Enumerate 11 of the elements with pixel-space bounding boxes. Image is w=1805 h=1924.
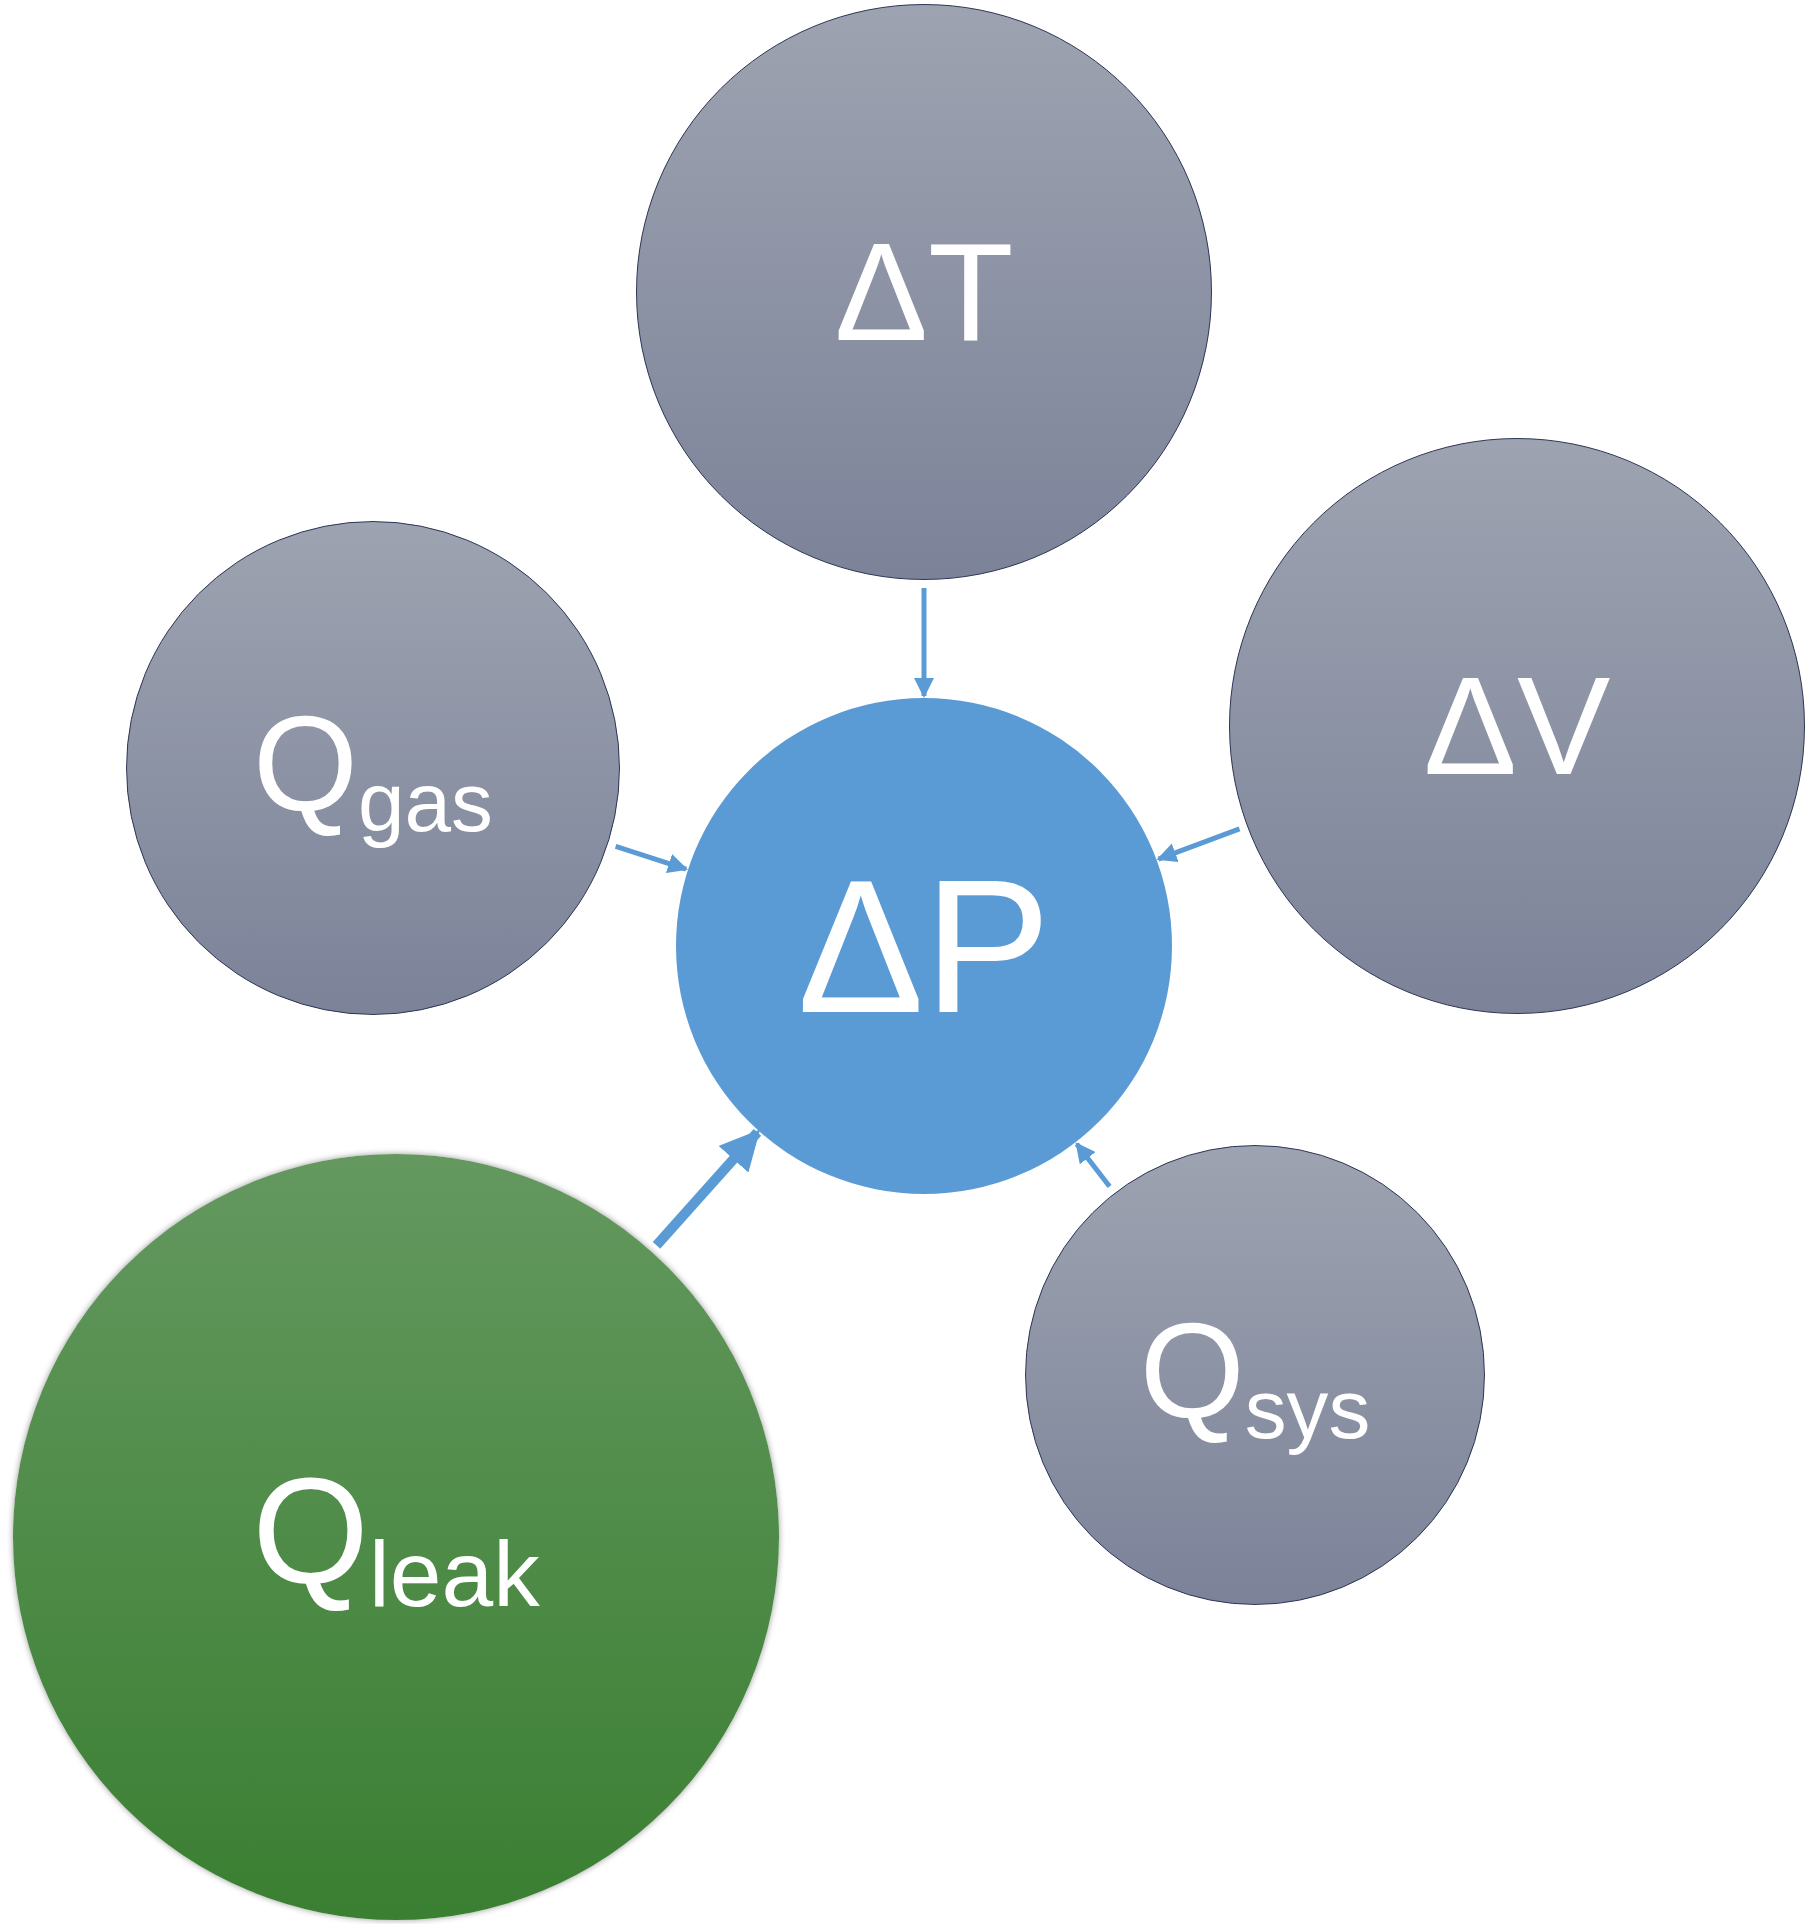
arrow [914,588,934,698]
arrow [614,844,688,874]
node-label: ΔT [834,212,1014,372]
arrow [1074,1142,1112,1189]
node-label: Q$_{leak}$ [252,1446,540,1629]
arrow [652,1129,762,1249]
node-label: ΔP [797,839,1051,1054]
node-label: Q$_{sys}$ [1139,1293,1371,1458]
arrow [1156,826,1241,863]
node-label: Q$_{gas}$ [253,686,493,851]
node-label: ΔV [1423,646,1611,806]
